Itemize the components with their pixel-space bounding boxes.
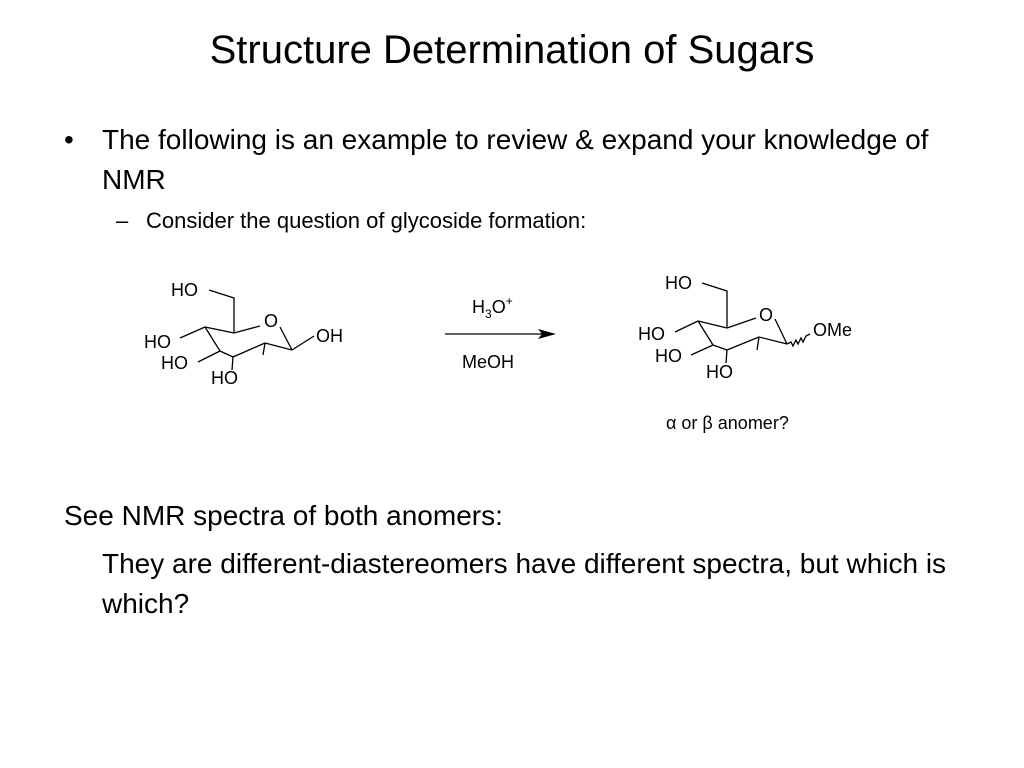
product-ho-bottom: HO bbox=[706, 362, 733, 382]
reactant-ho-bottom: HO bbox=[211, 368, 238, 388]
reactant-ho-top: HO bbox=[171, 280, 198, 300]
reagent-bottom: MeOH bbox=[462, 352, 514, 372]
anomer-question: α or β anomer? bbox=[666, 413, 789, 433]
reactant-structure bbox=[179, 289, 315, 371]
reaction-scheme: HO O OH HO HO HO H3O+ MeOH HO O OMe HO H… bbox=[144, 273, 852, 433]
bullet-text: The following is an example to review & … bbox=[102, 124, 929, 195]
product-ome: OMe bbox=[813, 320, 852, 340]
product-structure bbox=[674, 282, 811, 364]
product-ho-left: HO bbox=[638, 324, 665, 344]
diastereomer-text: They are different-diastereomers have di… bbox=[102, 548, 947, 619]
product-ring-o: O bbox=[759, 305, 773, 325]
reagent-top: H3O+ bbox=[472, 294, 513, 321]
sub-bullet-symbol: – bbox=[116, 208, 129, 233]
reaction-arrow bbox=[445, 329, 556, 339]
product-ho-top: HO bbox=[665, 273, 692, 293]
reactant-ho-left2: HO bbox=[161, 353, 188, 373]
slide-title: Structure Determination of Sugars bbox=[209, 28, 815, 72]
reactant-ho-left: HO bbox=[144, 332, 171, 352]
bullet-symbol: • bbox=[64, 124, 74, 155]
sub-bullet-text: Consider the question of glycoside forma… bbox=[146, 208, 587, 233]
see-spectra-text: See NMR spectra of both anomers: bbox=[64, 500, 503, 531]
reactant-oh: OH bbox=[316, 326, 343, 346]
reactant-ring-o: O bbox=[264, 311, 278, 331]
product-ho-left2: HO bbox=[655, 346, 682, 366]
